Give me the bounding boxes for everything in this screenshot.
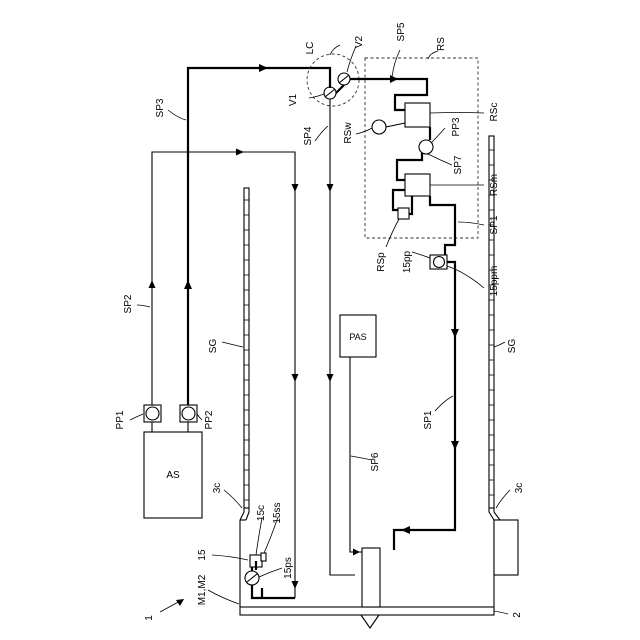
rs-region <box>365 58 478 238</box>
sp4-label: SP4 <box>303 126 314 145</box>
v2-label: V2 <box>354 35 365 48</box>
sp1-top-label: SP1 <box>489 215 500 234</box>
15-label: 15 <box>197 549 208 561</box>
ref-1-label: 1 <box>144 615 155 621</box>
base-plate <box>240 607 494 615</box>
sg-right-label: SG <box>507 339 518 354</box>
sg-left-label: SG <box>208 339 219 354</box>
sp6-label: SP6 <box>370 452 381 471</box>
rsm-box <box>405 174 430 196</box>
pump-pp1 <box>144 405 161 422</box>
support-grid-left <box>240 188 249 520</box>
base-frame <box>240 520 518 628</box>
drain-triangle <box>361 615 379 628</box>
pp3-label: PP3 <box>451 117 462 136</box>
ref-2-label: 2 <box>512 612 523 618</box>
15c-label: 15c <box>256 505 267 521</box>
15ppm-label: 15ppm <box>489 266 500 297</box>
right-side-block <box>494 520 518 575</box>
rsc-box <box>405 103 430 127</box>
sg-left-rail <box>244 188 249 508</box>
3c-notch-right <box>489 508 494 520</box>
sp2-label: SP2 <box>123 294 134 313</box>
rsw-pump-icon <box>372 120 386 134</box>
rsw-label: RSw <box>343 122 354 144</box>
pas-unit: PAS <box>340 315 376 357</box>
sp5-label: SP5 <box>396 22 407 41</box>
rs-label: RS <box>436 37 447 51</box>
pipe-sp3 <box>184 64 330 405</box>
sp7-label: SP7 <box>453 155 464 174</box>
pipe-sp1 <box>394 262 459 550</box>
rsp-label: RSp <box>376 252 387 272</box>
pipe-sp5 <box>350 75 455 255</box>
rsp-box <box>398 208 409 219</box>
rsm-label: RSm <box>489 174 500 196</box>
15ss-label: 15ss <box>272 502 283 523</box>
central-post <box>362 548 380 607</box>
lc-label: LC <box>305 42 316 55</box>
as-label: AS <box>166 470 180 481</box>
3c-right-label: 3c <box>514 483 525 494</box>
v1-label: V1 <box>288 93 299 106</box>
pump-pp2 <box>180 405 197 422</box>
as-tank: AS <box>144 422 202 518</box>
sp3-label: SP3 <box>155 98 166 117</box>
3c-notch-left <box>240 508 244 520</box>
pas-label: PAS <box>349 332 366 342</box>
sp1-mid-label: SP1 <box>423 410 434 429</box>
3c-left-label: 3c <box>212 483 223 494</box>
pipe-sp2 <box>149 149 299 599</box>
15ps-label: 15ps <box>283 557 294 579</box>
pp1-label: PP1 <box>115 410 126 429</box>
pump-15pp <box>430 255 447 269</box>
pp3-pump-icon <box>419 140 433 154</box>
labels: LC V1 V2 SP5 RS SP3 SP4 RSw RSc PP3 SP7 … <box>115 22 525 621</box>
15ss-box <box>261 553 266 561</box>
rsc-label: RSc <box>489 103 500 122</box>
pp2-label: PP2 <box>204 410 215 429</box>
m1m2-label: M1,M2 <box>197 574 208 605</box>
15pp-label: 15pp <box>402 250 413 273</box>
